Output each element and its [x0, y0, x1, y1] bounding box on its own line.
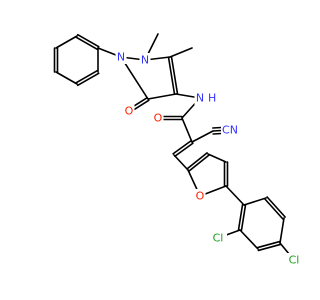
bond-D6-D1	[243, 197, 267, 206]
double-bond-F2-F1	[186, 152, 208, 170]
double-bond-ph3-ph4	[75, 69, 99, 84]
atom-label-furan-oxygen-background	[194, 189, 206, 203]
double-bond-D3-D4	[257, 243, 282, 252]
atom-label-chlorine-ortho-background	[209, 231, 227, 245]
double-bond-C3-C4-2	[170, 55, 179, 95]
atom-label-ring-oxygen-background	[123, 104, 135, 118]
double-bond-ph3-ph4-2	[76, 72, 100, 87]
bond-D2-D3	[239, 229, 259, 250]
atom-label-chlorine-para: Cl	[289, 254, 300, 267]
atom-label-ring-oxygen: O	[125, 105, 134, 118]
double-bond-D1-D2	[237, 203, 244, 231]
atom-label-nitrile-background	[221, 123, 239, 137]
double-bond-ph1-ph2	[75, 36, 99, 51]
double-bond-F2-F1-2	[188, 154, 210, 172]
bond-D4-D5	[279, 217, 285, 244]
double-bond-ph1-ph2-2	[76, 33, 100, 48]
atom-label-pyrazole-n1-background	[115, 50, 127, 64]
double-bond-D5-D6-2	[264, 198, 284, 220]
double-bond-D3-D4-2	[256, 240, 281, 249]
double-bond-D5-D6	[266, 196, 286, 218]
atom-label-amide-oxygen-background	[152, 111, 164, 125]
bonds-layer	[53, 33, 295, 261]
bond-C4-C5	[147, 93, 177, 100]
atom-label-amide-nitrogen-background	[194, 91, 206, 105]
bond-ph6-ph1	[55, 35, 78, 49]
bond-carbonyl-alpha	[181, 117, 193, 143]
bond-ph4-ph5	[55, 71, 78, 85]
atom-label-pyrazole-n2-background	[139, 53, 151, 67]
bond-C-methyl	[169, 47, 193, 58]
bond-alpha-nitrile	[191, 130, 214, 143]
atom-label-amide-oxygen: O	[154, 112, 163, 125]
bond-F3-F2	[207, 153, 227, 163]
double-bond-vinyl-2	[174, 142, 194, 158]
bond-vinyl-furan	[173, 154, 189, 171]
atom-label-furan-oxygen: O	[196, 190, 205, 203]
atom-label-chlorine-para-background	[285, 253, 300, 267]
atom-label-pyrazole-n1: N	[117, 51, 125, 64]
atom-label-chlorine-ortho: Cl	[213, 232, 224, 245]
double-bond-vinyl	[172, 139, 192, 155]
double-bond-C3-C4	[167, 56, 176, 96]
atom-label-pyrazole-n2: N	[141, 54, 149, 67]
atom-label-amide-nitrogen: N	[196, 92, 204, 105]
atom-label-nitrile: CN	[222, 124, 238, 137]
bond-furan-aryl	[225, 185, 245, 206]
atom-label-amide-hydrogen: H	[208, 92, 216, 105]
double-bond-D1-D2-2	[240, 204, 247, 232]
